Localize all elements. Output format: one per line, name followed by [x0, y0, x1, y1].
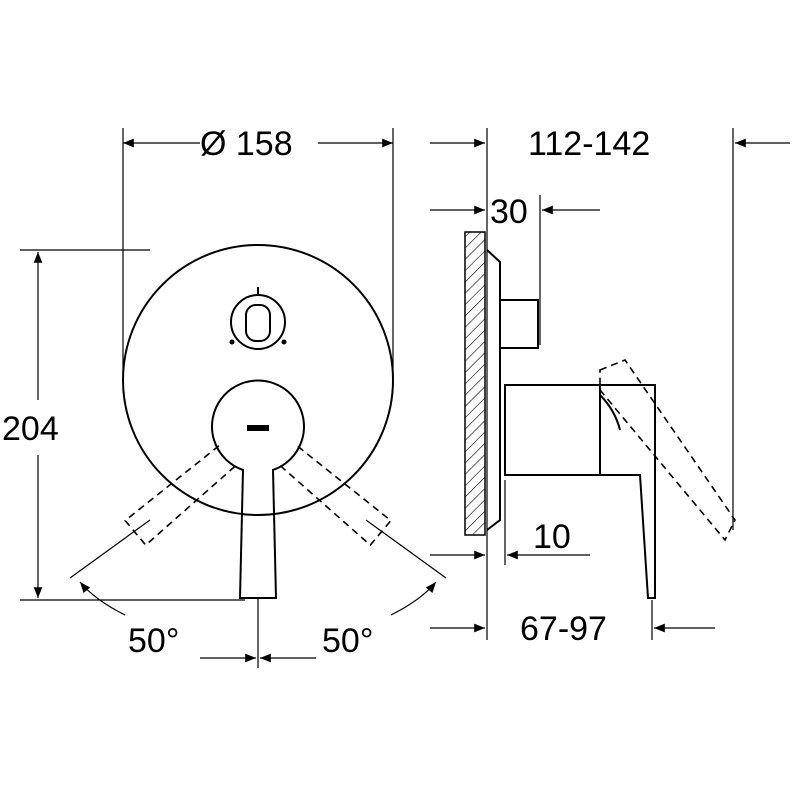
angle-right-label: 50° — [322, 622, 374, 660]
plate-offset-label: 10 — [533, 518, 571, 556]
side-view — [430, 128, 790, 640]
side-lever — [600, 384, 656, 599]
handle-projection-label: 67-97 — [520, 610, 607, 648]
mixer-lever — [211, 379, 305, 599]
diameter-label: Ø 158 — [200, 125, 293, 163]
body-depth-label: 30 — [490, 193, 528, 231]
angle-left-label: 50° — [128, 622, 180, 660]
height-label: 204 — [2, 410, 59, 448]
front-view — [20, 128, 447, 668]
depth-range-label: 112-142 — [528, 125, 651, 163]
